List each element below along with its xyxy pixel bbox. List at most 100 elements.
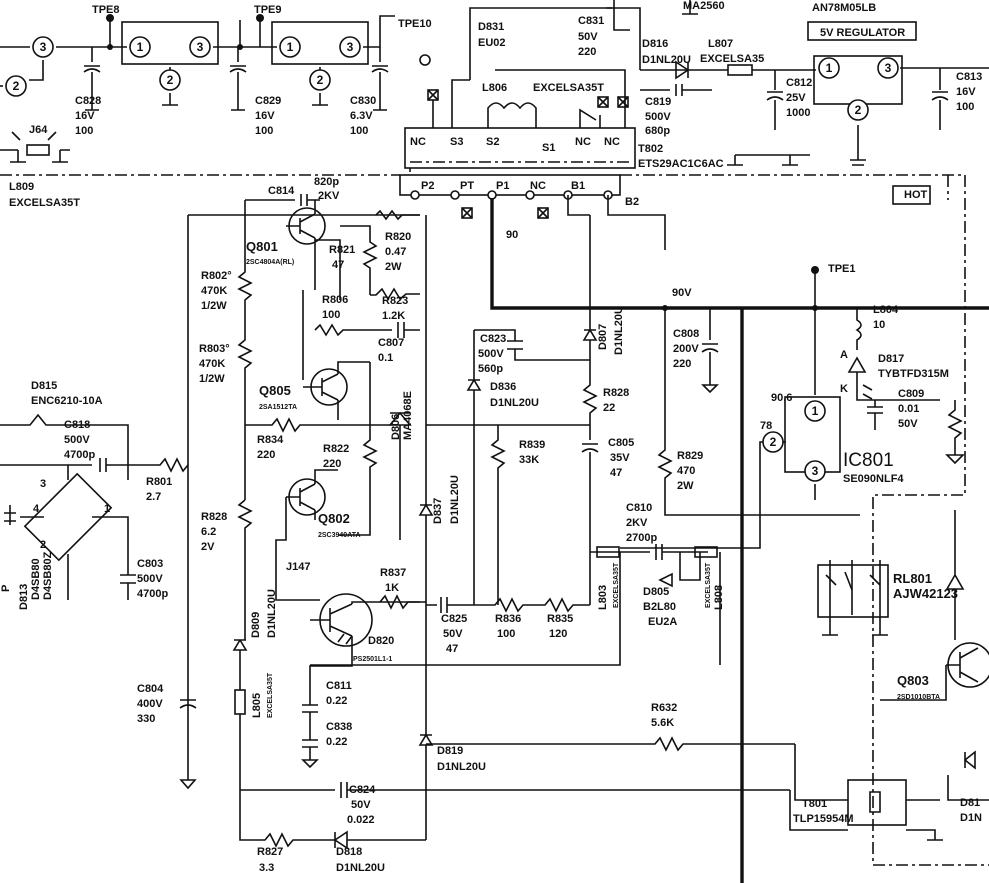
- label-s2: S2: [486, 136, 499, 148]
- label-l804: L804: [873, 304, 899, 316]
- label-c804-v: 400V: [137, 698, 163, 710]
- pin-number: 3: [885, 61, 892, 75]
- label-d81x: D81: [960, 797, 980, 809]
- pin-number: 1: [287, 40, 294, 54]
- primary-circuit: [179, 194, 989, 883]
- label-d813-part: D4SB80: [30, 558, 42, 600]
- r820-resistor: [340, 225, 378, 295]
- c828-capacitor: [83, 47, 101, 110]
- label-nc2: NC: [575, 136, 591, 148]
- label-c807-val: 0.1: [378, 352, 393, 364]
- label-l803: L803: [597, 585, 609, 610]
- label-pt: PT: [460, 180, 474, 192]
- label-q801: Q801: [246, 239, 278, 254]
- label-r835-val: 120: [549, 628, 567, 640]
- label-b2: B2: [625, 196, 639, 208]
- label-r828b: R828: [201, 511, 227, 523]
- pin-tpe8-pin1: 1: [129, 36, 151, 58]
- label-ma2560: MA2560: [683, 0, 725, 12]
- label-c823-val: 560p: [478, 363, 503, 375]
- label-d807-part: D1NL20U: [613, 306, 625, 355]
- label-br3: 3: [40, 478, 46, 490]
- pin-tpe9-pin3: 3: [339, 36, 361, 58]
- label-r828a: R828: [603, 387, 629, 399]
- c830-capacitor: [371, 47, 389, 110]
- label-r828b-w: 2V: [201, 541, 215, 553]
- label-nc1: NC: [410, 136, 426, 148]
- tpe9-regulator-box: [271, 21, 369, 65]
- pin-circle: [189, 36, 211, 58]
- label-d806: D806: [390, 414, 402, 440]
- label-c818: C818: [64, 419, 90, 431]
- label-q802-part: 2SC3940ATA: [318, 532, 361, 539]
- label-c805: C805: [608, 437, 634, 449]
- t801-optocoupler: [847, 779, 907, 826]
- label-tpe1: TPE1: [828, 263, 856, 275]
- pin-circle: [804, 460, 826, 482]
- label-d817: D817: [878, 353, 904, 365]
- pin-circle: [32, 36, 54, 58]
- label-l809-part: EXCELSA35T: [9, 197, 80, 209]
- c803-capacitor: [120, 560, 136, 600]
- label-s1: S1: [542, 142, 555, 154]
- label-c805-val: 47: [610, 467, 622, 479]
- label-d819-part: D1NL20U: [437, 761, 486, 773]
- label-r837-val: 1K: [385, 582, 399, 594]
- pin-number: 3: [347, 40, 354, 54]
- label-c813-val: 100: [956, 101, 974, 113]
- label-l809: L809: [9, 181, 34, 193]
- label-c814: C814: [268, 185, 295, 197]
- label-l806-part: EXCELSA35T: [533, 82, 604, 94]
- label-c813-v: 16V: [956, 86, 976, 98]
- l803-ferrite: [596, 546, 620, 558]
- label-p2: P2: [421, 180, 434, 192]
- j64-jumper: [26, 144, 50, 156]
- label-c829: C829: [255, 95, 281, 107]
- label-r822-val: 220: [323, 458, 341, 470]
- label-d831-part: EU02: [478, 37, 506, 49]
- pin-circle: [818, 57, 840, 79]
- l807-ferrite: [727, 64, 753, 76]
- label-c804-val: 330: [137, 713, 155, 725]
- c813-capacitor: [931, 68, 949, 130]
- pin-number: 3: [40, 40, 47, 54]
- label-n90: 90: [506, 229, 518, 241]
- secondary-regulator-section: [0, 14, 431, 163]
- label-d817-part: TYBTFD315M: [878, 368, 949, 380]
- label-d805-part2: EU2A: [648, 616, 677, 628]
- label-c811: C811: [326, 680, 352, 692]
- label-d805-part: B2L80: [643, 601, 676, 613]
- label-c805-v: 35V: [610, 452, 630, 464]
- label-r803: R803°: [199, 343, 230, 355]
- label-c809: C809: [898, 388, 924, 400]
- label-t802: T802: [638, 143, 663, 155]
- label-r839-val: 33K: [519, 454, 539, 466]
- pin-circle: [159, 69, 181, 91]
- label-l808-part: EXCELSA35T: [705, 562, 712, 608]
- label-ic801-part: SE090NLF4: [843, 473, 904, 485]
- label-r803-val: 470K: [199, 358, 225, 370]
- label-d817-a: A: [840, 349, 848, 361]
- label-r801: R801: [146, 476, 172, 488]
- pin-circle: [762, 431, 784, 453]
- pin-number: 1: [137, 40, 144, 54]
- label-r802-w: 1/2W: [201, 300, 227, 312]
- label-c812-v: 25V: [786, 92, 806, 104]
- label-d815-part: ENC6210-10A: [31, 395, 103, 407]
- label-br2: 2: [40, 539, 46, 551]
- d813-bridge: [23, 472, 113, 562]
- label-d815: D815: [31, 380, 57, 392]
- label-c824: C824: [349, 784, 376, 796]
- label-s3: S3: [450, 136, 463, 148]
- pin-reg-pin3: 3: [877, 57, 899, 79]
- label-c812-val: 1000: [786, 107, 810, 119]
- label-c829-v: 16V: [255, 110, 275, 122]
- label-d818-part: D1NL20U: [336, 862, 385, 874]
- label-c809-val: 0.01: [898, 403, 919, 415]
- label-c829-val: 100: [255, 125, 273, 137]
- label-r806: R806: [322, 294, 348, 306]
- hot-tag: [892, 185, 931, 205]
- rl801-relay: [817, 564, 889, 618]
